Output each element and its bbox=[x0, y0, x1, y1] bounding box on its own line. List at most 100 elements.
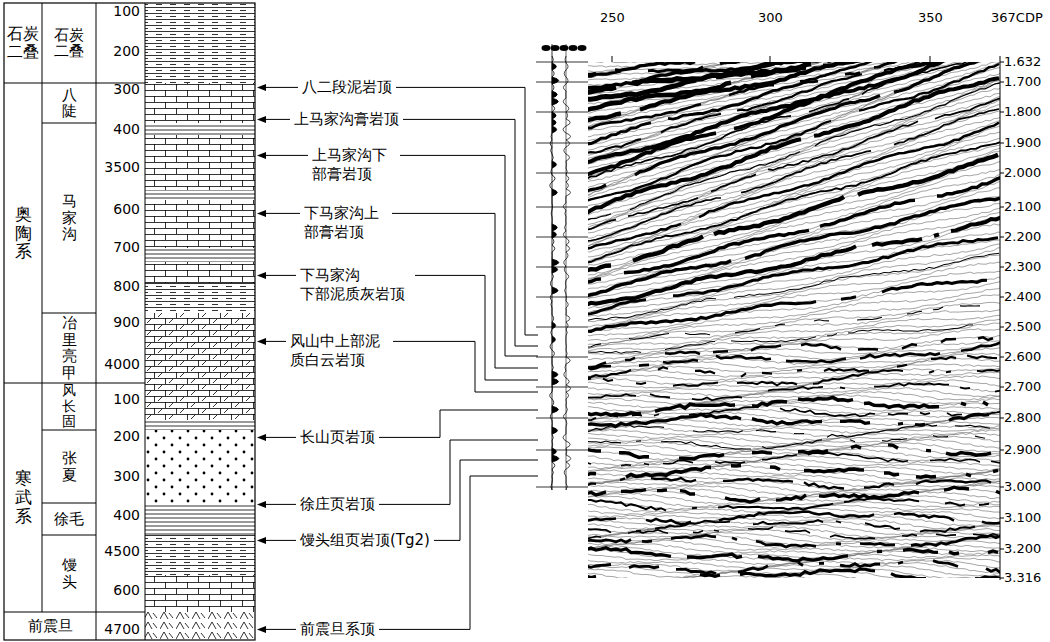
time-value: 1.700 bbox=[1004, 74, 1041, 90]
time-value: 1.900 bbox=[1004, 135, 1041, 151]
reflector bbox=[797, 369, 802, 372]
depth-number: 100 bbox=[96, 391, 140, 409]
reflector bbox=[753, 520, 823, 524]
reflector bbox=[665, 341, 715, 349]
time-value: 2.600 bbox=[1004, 349, 1041, 365]
leader-line bbox=[265, 275, 296, 276]
reflector bbox=[933, 307, 943, 310]
reflector bbox=[945, 503, 965, 506]
reflector bbox=[588, 414, 741, 426]
reflector bbox=[663, 460, 693, 463]
reflector bbox=[814, 78, 999, 136]
trace-texture bbox=[588, 532, 1000, 543]
reflector bbox=[848, 325, 973, 333]
reflector bbox=[933, 436, 948, 437]
reflector bbox=[723, 479, 793, 482]
reflector bbox=[628, 530, 668, 533]
reflector bbox=[995, 391, 1000, 392]
horizon-label: 下马家沟 下部泥质灰岩顶 bbox=[300, 266, 411, 304]
stratum-band: 石炭二叠 bbox=[4, 3, 42, 83]
horizon-label: 八二段泥岩顶 bbox=[302, 78, 392, 97]
reflector bbox=[982, 522, 1000, 524]
reflector bbox=[884, 473, 899, 475]
trace-texture bbox=[588, 449, 1000, 463]
trace-texture bbox=[588, 540, 1000, 552]
depth-number: 4700 bbox=[96, 621, 140, 639]
horizon-label: 馒头组页岩顶(Tg2) bbox=[300, 531, 430, 550]
reflector bbox=[785, 530, 810, 533]
reflector bbox=[588, 113, 621, 120]
reflector bbox=[693, 431, 743, 433]
reflector bbox=[588, 418, 596, 420]
reflector bbox=[676, 569, 716, 573]
reflector bbox=[588, 299, 716, 321]
reflector bbox=[865, 523, 900, 529]
arrow-head bbox=[257, 116, 266, 123]
reflector bbox=[991, 461, 1000, 463]
arrow-head bbox=[257, 626, 266, 633]
trace-texture bbox=[588, 63, 1000, 201]
reflector bbox=[737, 382, 797, 386]
reflector bbox=[621, 490, 646, 492]
reflector bbox=[903, 549, 938, 552]
trace-texture bbox=[588, 475, 1000, 487]
leader-line bbox=[265, 540, 296, 541]
trace-texture bbox=[588, 462, 1000, 474]
reflector bbox=[615, 62, 695, 70]
reflector bbox=[756, 430, 776, 432]
reflector bbox=[916, 476, 936, 477]
trace-texture bbox=[588, 380, 1000, 397]
leader-line bbox=[379, 476, 538, 629]
reflector bbox=[588, 492, 606, 495]
reflector bbox=[935, 98, 1000, 118]
reflector bbox=[898, 562, 903, 564]
reflector bbox=[693, 531, 703, 533]
trace-texture bbox=[588, 208, 1000, 299]
depth-number: 4000 bbox=[96, 356, 140, 374]
horizon-label: 上马家沟膏岩顶 bbox=[294, 110, 399, 129]
time-tick bbox=[1000, 267, 1004, 268]
depth-number: 4500 bbox=[96, 543, 140, 561]
cdp-number: 300 bbox=[758, 10, 783, 26]
stratum-band: 馒头 bbox=[42, 535, 96, 612]
reflector bbox=[715, 462, 745, 463]
reflector bbox=[836, 542, 841, 545]
reflector bbox=[725, 62, 760, 63]
reflector bbox=[588, 302, 816, 332]
stratum-band: 徐毛 bbox=[42, 503, 96, 535]
reflector bbox=[588, 441, 621, 443]
reflector bbox=[819, 562, 824, 565]
reflector bbox=[752, 419, 822, 424]
stratum-name: 前震旦 bbox=[28, 618, 73, 635]
trace-texture bbox=[588, 248, 1000, 317]
reflector bbox=[735, 328, 760, 333]
reflector bbox=[654, 414, 659, 415]
reflector bbox=[644, 463, 649, 464]
reflector bbox=[588, 344, 601, 347]
reflector bbox=[711, 174, 756, 191]
reflector bbox=[780, 408, 875, 416]
reflector bbox=[718, 504, 833, 510]
reflector bbox=[588, 536, 601, 539]
reflector bbox=[933, 561, 958, 567]
reflector bbox=[745, 198, 1000, 258]
reflector bbox=[949, 414, 989, 420]
reflector bbox=[671, 535, 716, 538]
reflector bbox=[857, 317, 882, 320]
reflector bbox=[680, 491, 695, 494]
trace-texture bbox=[588, 62, 1000, 128]
reflector bbox=[961, 403, 966, 405]
reflector bbox=[588, 413, 641, 416]
reflector bbox=[798, 563, 803, 566]
trace-texture bbox=[588, 433, 1000, 447]
reflector bbox=[588, 379, 591, 380]
stratum-name: 冶里亮甲 bbox=[62, 315, 77, 381]
horizon-label: 长山页岩顶 bbox=[300, 428, 375, 447]
reflector bbox=[663, 360, 698, 363]
reflector bbox=[891, 574, 926, 578]
reflector bbox=[960, 387, 970, 388]
horizon-label: 风山中上部泥 质白云岩顶 bbox=[290, 332, 389, 370]
reflector bbox=[588, 463, 591, 465]
trace-texture bbox=[588, 121, 1000, 248]
reflector bbox=[673, 382, 718, 385]
